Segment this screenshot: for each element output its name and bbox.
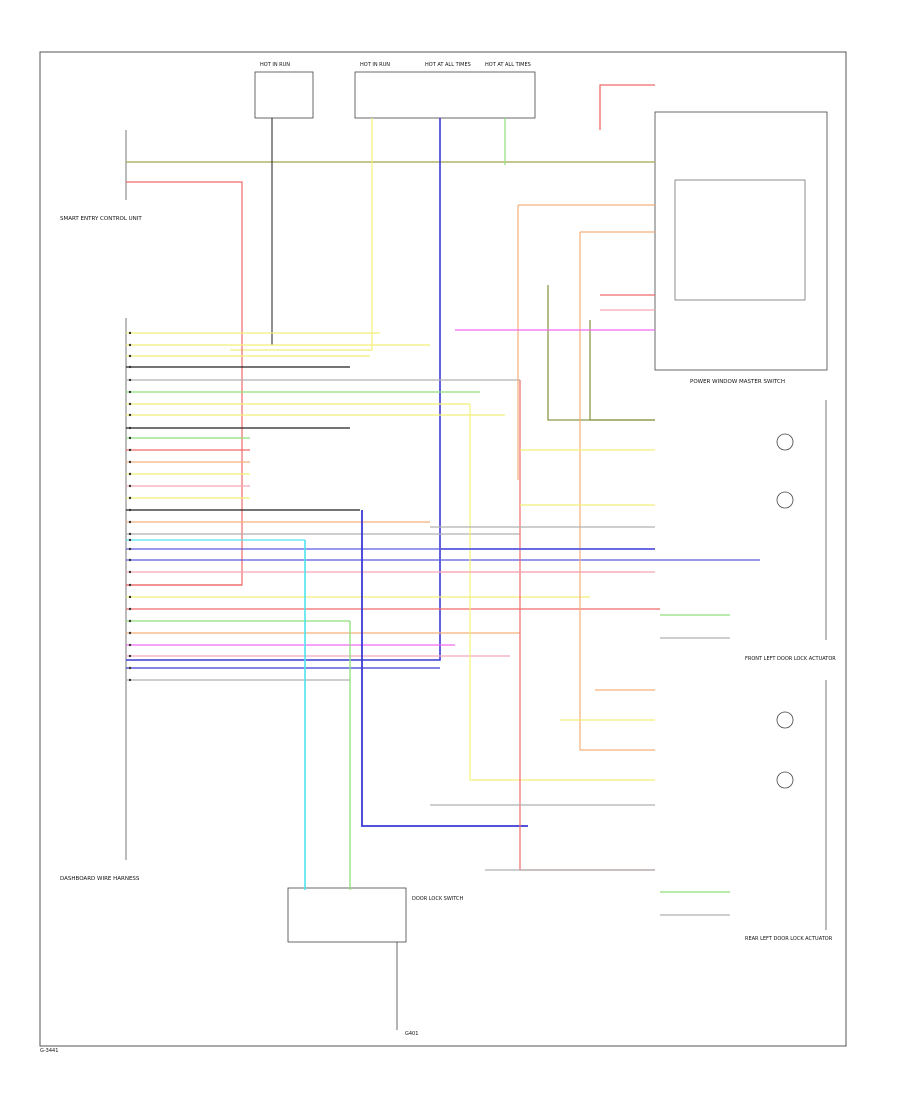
wire-fuse2-feed: [230, 118, 373, 351]
connector-pin: [128, 547, 132, 551]
wire-red-rear: [519, 380, 655, 871]
connector-pin: [128, 378, 132, 382]
wire-blue-main: [126, 118, 441, 661]
footer-label: G-3441: [40, 1048, 58, 1054]
connector-pin: [128, 484, 132, 488]
rear-left-door-label: REAR LEFT DOOR LOCK ACTUATOR: [745, 936, 833, 942]
wire-yellow-rear: [469, 404, 655, 781]
actuator-motor-symbol: [776, 433, 794, 451]
actuators: [776, 433, 794, 789]
connector-pin: [128, 678, 132, 682]
connector-pin: [128, 643, 132, 647]
door-lock-switch-label: DOOR LOCK SWITCH: [412, 896, 464, 902]
connector-pin: [128, 436, 132, 440]
connector-pin: [128, 520, 132, 524]
connector-pin: [128, 413, 132, 417]
connector-pin: [128, 496, 132, 500]
connector-pin: [128, 331, 132, 335]
connector-pin: [128, 354, 132, 358]
connector-pin: [128, 390, 132, 394]
connector-pin: [128, 595, 132, 599]
power-window-master-label: POWER WINDOW MASTER SWITCH: [690, 379, 785, 385]
connector-pin: [128, 365, 132, 369]
connector-pin: [128, 607, 132, 611]
connector-pin: [128, 472, 132, 476]
connector-pin: [128, 619, 132, 623]
actuator-motor-symbol: [776, 771, 794, 789]
connector-pin: [128, 631, 132, 635]
fuse-box-2-label: HOT IN RUN: [360, 62, 390, 68]
ground-label: G401: [405, 1031, 418, 1037]
wire-blue-rear: [361, 510, 528, 827]
wire-orange-long: [579, 232, 655, 751]
connector-pin: [128, 666, 132, 670]
fuse-box-4-label: HOT AT ALL TIMES: [485, 62, 531, 68]
connector-pin: [128, 402, 132, 406]
connector-pin: [128, 448, 132, 452]
connector-pin: [128, 583, 132, 587]
connector-pin: [128, 558, 132, 562]
fuse-box-1: HOT IN RUN: [254, 62, 314, 119]
connector-pin: [128, 538, 132, 542]
wire-red-loop: [126, 181, 243, 586]
wire-olive: [589, 320, 655, 421]
fuse-box-1-label: HOT IN RUN: [260, 62, 290, 68]
door-lock-switch-box: [287, 887, 407, 943]
dashboard-label: DASHBOARD WIRE HARNESS: [60, 876, 140, 882]
connector-pin: [128, 460, 132, 464]
connector-pin: [128, 532, 132, 536]
connector-pin: [128, 426, 132, 430]
actuator-motor-symbol: [776, 491, 794, 509]
connector-pins: [128, 331, 132, 682]
connector-pin: [128, 654, 132, 658]
actuator-motor-symbol: [776, 711, 794, 729]
power-window-master-box: [654, 111, 828, 371]
diagram-border: [39, 51, 847, 1047]
power-window-master-inner: [674, 179, 806, 301]
fuse-box-3-label: HOT AT ALL TIMES: [425, 62, 471, 68]
connector-pin: [128, 570, 132, 574]
connector-pin: [128, 508, 132, 512]
smart-entry-label: SMART ENTRY CONTROL UNIT: [60, 216, 142, 222]
front-left-door-label: FRONT LEFT DOOR LOCK ACTUATOR: [745, 656, 836, 662]
wire-top-red: [599, 84, 655, 130]
connector-pin: [128, 343, 132, 347]
fuse-box-2: HOT IN RUN HOT AT ALL TIMES HOT AT ALL T…: [354, 62, 536, 119]
wires: [126, 84, 760, 916]
wire-olive-2: [547, 285, 655, 421]
